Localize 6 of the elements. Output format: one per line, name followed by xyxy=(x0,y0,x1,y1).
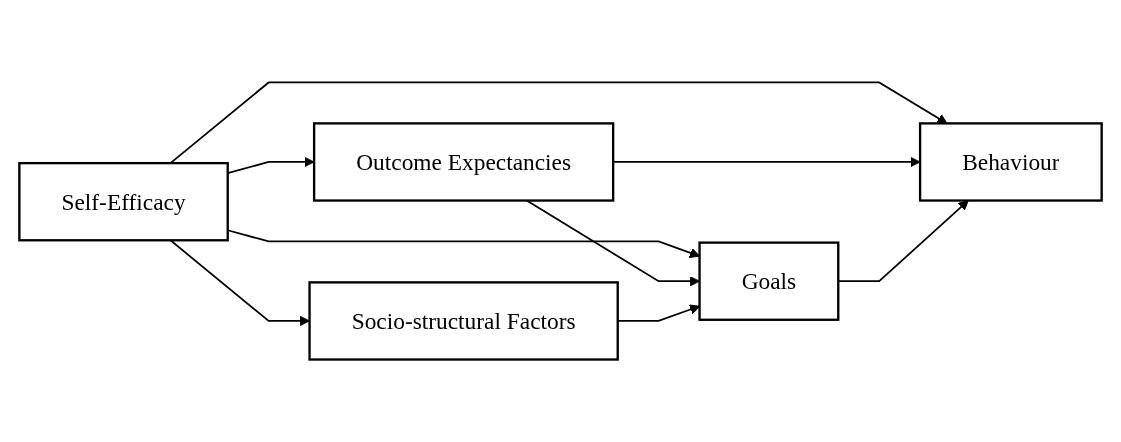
node-box: Outcome Expectancies xyxy=(312,122,615,202)
node-box: Goals xyxy=(698,241,840,321)
arrow xyxy=(169,81,948,164)
node-box: Self-Efficacy xyxy=(18,161,229,242)
node-box: Behaviour xyxy=(918,122,1103,202)
node-box: Socio-structural Factors xyxy=(308,281,619,361)
